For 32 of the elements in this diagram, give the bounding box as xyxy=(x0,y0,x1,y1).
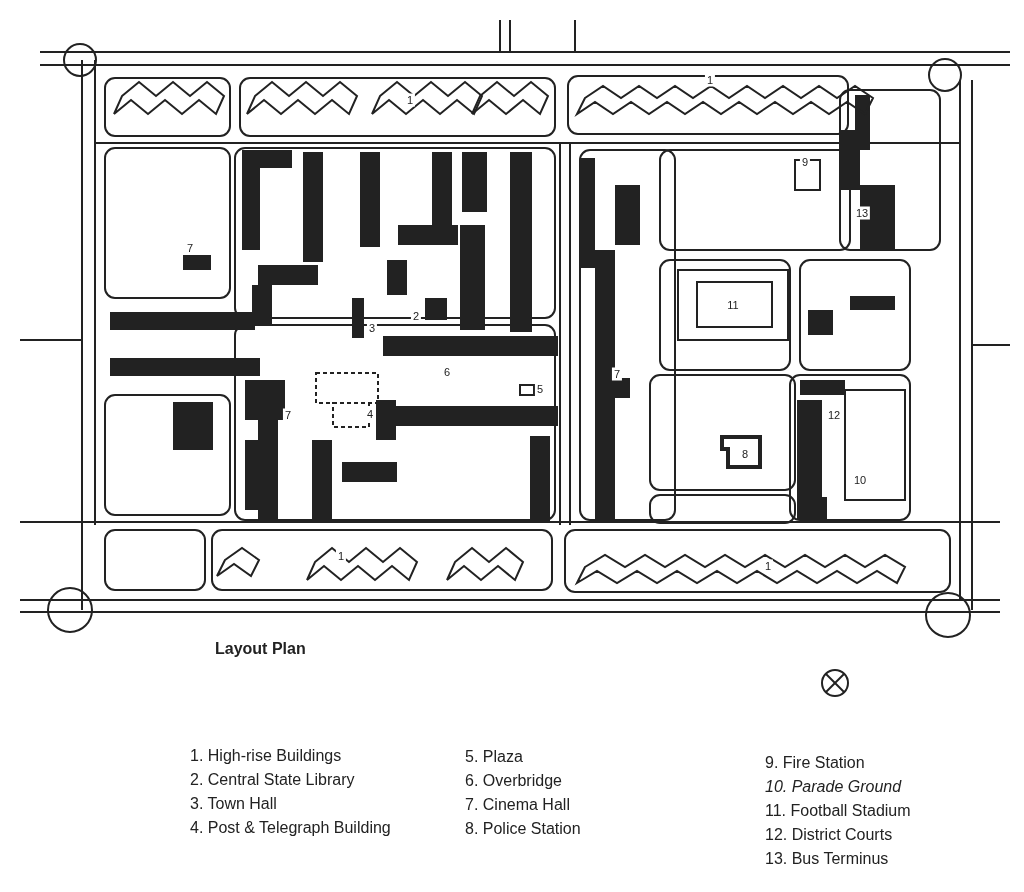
callout-number: 3 xyxy=(366,321,378,335)
callout-number: 1 xyxy=(762,559,774,573)
key-entry: 8. Police Station xyxy=(465,819,582,839)
callout-number: 12 xyxy=(825,408,843,422)
callout-number: 7 xyxy=(184,241,196,255)
key-entry: 13. Bus Terminus xyxy=(765,849,890,869)
callout-number: 8 xyxy=(739,447,751,461)
key-entry: 6. Overbridge xyxy=(465,771,563,791)
callout-number: 4 xyxy=(364,407,376,421)
key-entry: 5. Plaza xyxy=(465,747,524,767)
key-entry: 7. Cinema Hall xyxy=(465,795,571,815)
callout-number: 10 xyxy=(851,473,869,487)
callout-number: 7 xyxy=(282,408,294,422)
key-entry: 12. District Courts xyxy=(765,825,894,845)
key-entry: 1. High-rise Buildings xyxy=(190,746,343,766)
callout-number: 5 xyxy=(534,382,546,396)
callout-number: 11 xyxy=(725,298,741,312)
callout-number: 1 xyxy=(404,93,416,107)
callout-number: 1 xyxy=(704,73,716,87)
callout-number: 6 xyxy=(441,365,453,379)
callout-number: 1 xyxy=(335,549,347,563)
key-entry: 9. Fire Station xyxy=(765,753,866,773)
key-entry: 2. Central State Library xyxy=(190,770,356,790)
key-entry: 3. Town Hall xyxy=(190,794,278,814)
callout-number: 9 xyxy=(799,155,811,169)
callout-number: 13 xyxy=(853,206,871,220)
key-entry: 4. Post & Telegraph Building xyxy=(190,818,392,838)
callout-number: 7 xyxy=(611,367,623,381)
callout-number: 2 xyxy=(410,309,422,323)
key-entry: 10. Parade Ground xyxy=(765,777,903,797)
key-entry: 11. Football Stadium xyxy=(765,801,912,821)
plan-title: Layout Plan xyxy=(215,640,306,658)
